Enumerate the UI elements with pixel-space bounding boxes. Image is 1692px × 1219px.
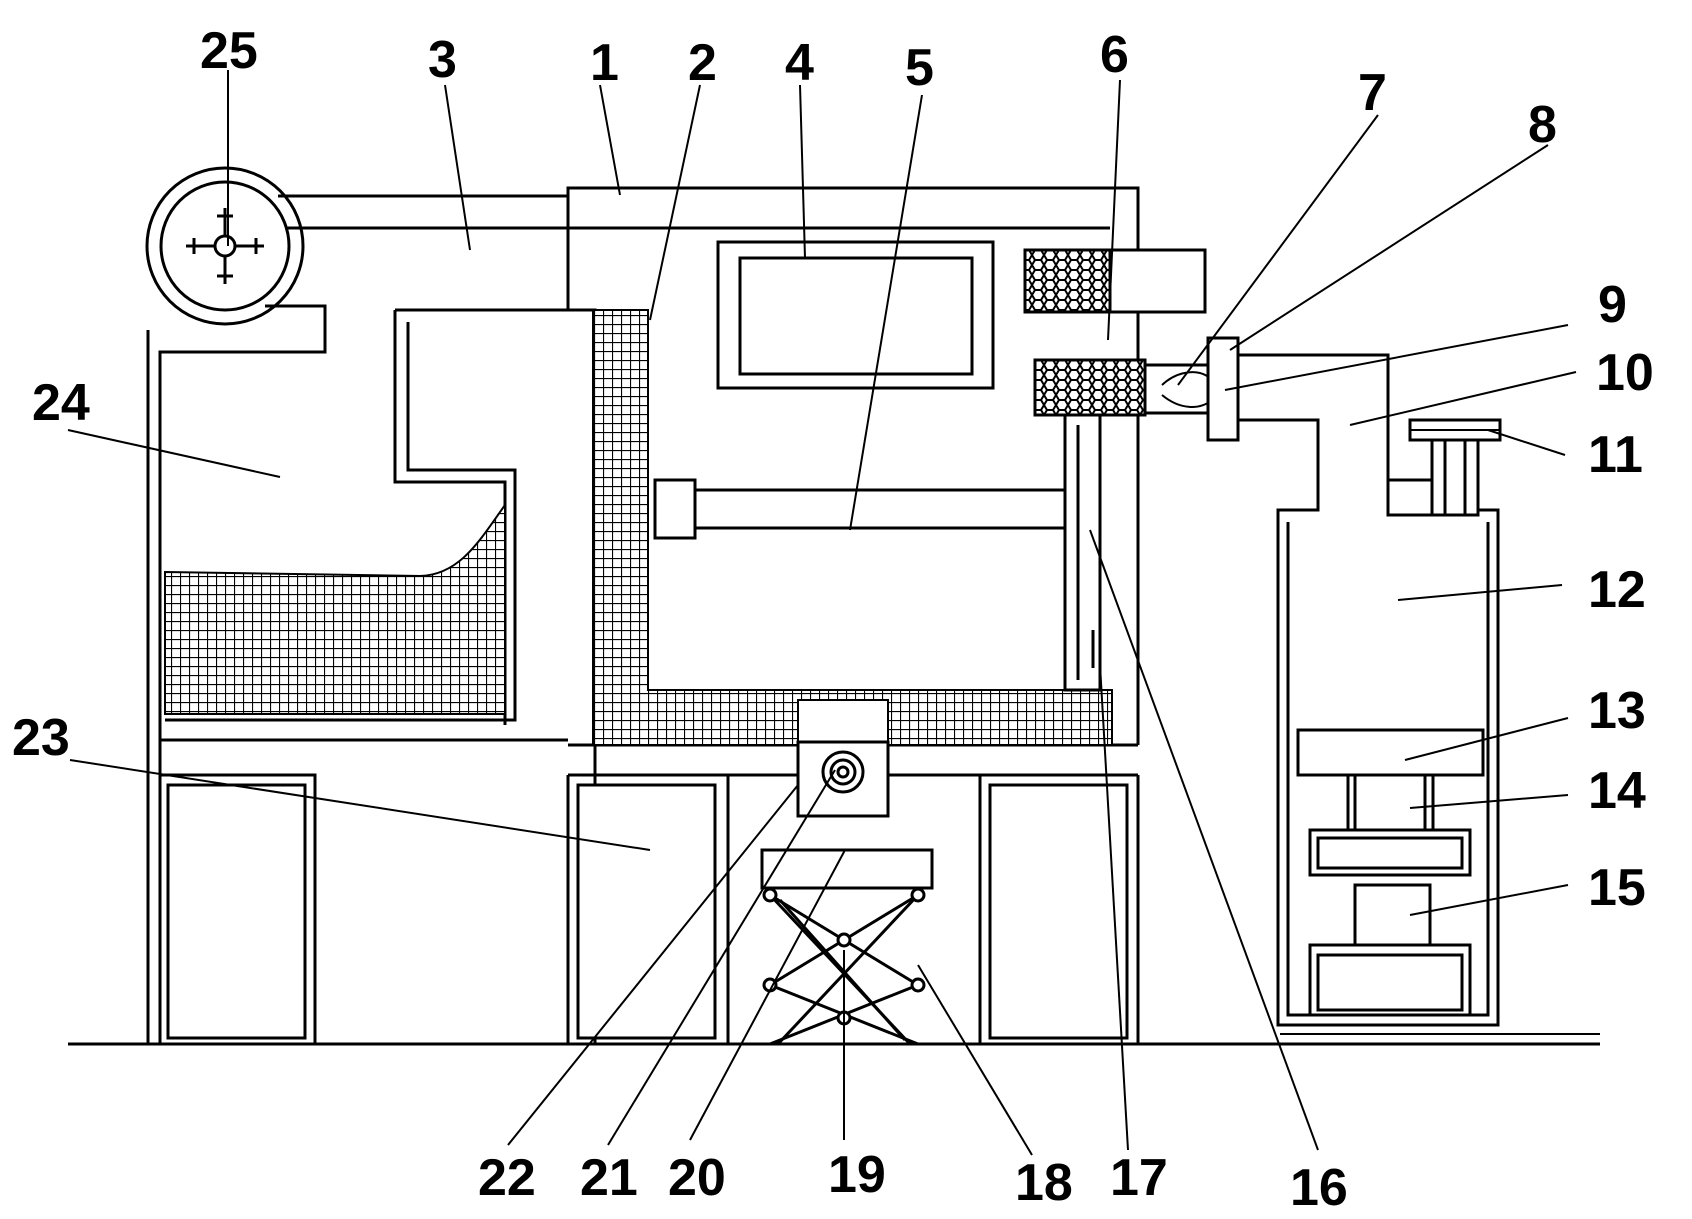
label-18: 18 — [1015, 1154, 1073, 1212]
pump-assembly — [1296, 728, 1485, 1017]
label-12: 12 — [1588, 561, 1646, 619]
label-16: 16 — [1290, 1159, 1348, 1217]
ground-line — [68, 1033, 1600, 1046]
main-housing — [566, 743, 1140, 1044]
guide-rod — [1063, 410, 1102, 692]
connection-pipe — [1143, 336, 1432, 512]
label-15: 15 — [1588, 859, 1646, 917]
heat-blocks — [1023, 248, 1207, 417]
label-20: 20 — [668, 1149, 726, 1207]
label-7: 7 — [1358, 64, 1387, 122]
leader-lines — [67, 70, 1577, 1156]
label-4: 4 — [785, 34, 814, 92]
stirring-shaft — [653, 478, 1098, 540]
label-2: 2 — [688, 34, 717, 92]
part-labels: 25 3 1 2 4 5 6 7 8 9 10 11 12 13 14 15 2… — [12, 22, 1654, 1217]
label-17: 17 — [1110, 1149, 1168, 1207]
fan-wheel — [145, 166, 305, 326]
label-14: 14 — [1588, 762, 1646, 820]
window-panel — [716, 240, 995, 390]
scissor-lift — [760, 848, 934, 1046]
label-24: 24 — [32, 374, 90, 432]
label-1: 1 — [590, 34, 619, 92]
discharge-valve — [796, 740, 890, 818]
label-5: 5 — [905, 39, 934, 97]
label-23: 23 — [12, 709, 70, 767]
label-8: 8 — [1528, 96, 1557, 154]
label-6: 6 — [1100, 26, 1129, 84]
label-19: 19 — [828, 1146, 886, 1204]
label-13: 13 — [1588, 682, 1646, 740]
label-9: 9 — [1598, 276, 1627, 334]
label-25: 25 — [200, 22, 258, 80]
water-tank — [160, 308, 597, 1044]
label-11: 11 — [1588, 426, 1643, 484]
label-10: 10 — [1596, 344, 1654, 402]
label-21: 21 — [580, 1149, 638, 1207]
label-3: 3 — [428, 31, 457, 89]
label-22: 22 — [478, 1149, 536, 1207]
